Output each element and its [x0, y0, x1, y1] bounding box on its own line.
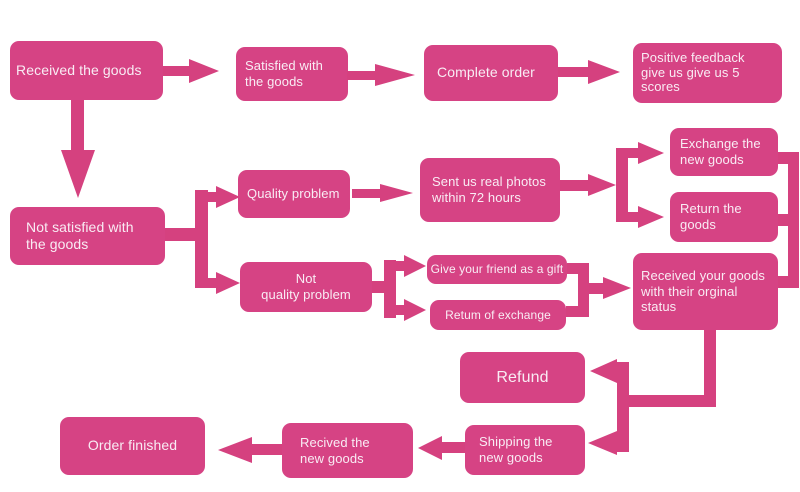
arrow-to-exchange-head: [638, 142, 664, 164]
arrow-quality-to-sent-shaft: [352, 189, 380, 198]
arrow-to-quality-head: [216, 186, 240, 208]
arrow-merge-to-status-head: [603, 277, 631, 299]
arrow-received-to-satisfied-head: [189, 59, 219, 83]
arrow-sent-to-branch-shaft: [560, 180, 588, 191]
connector-status-horizontal: [628, 395, 716, 407]
node-not-quality-problem: Not quality problem: [240, 262, 372, 312]
connector-merge-vertical: [578, 263, 589, 317]
node-complete-order: Complete order: [424, 45, 558, 101]
arrow-recived-to-finished-shaft: [252, 444, 282, 455]
arrow-to-quality-shaft: [208, 192, 216, 202]
arrow-merge-to-status-shaft: [589, 283, 603, 294]
arrow-sent-to-branch-head: [588, 174, 616, 196]
arrow-recived-to-finished-head: [218, 437, 252, 463]
connector-gift-stub: [567, 263, 581, 274]
arrow-received-to-notsatisfied-shaft: [71, 100, 84, 150]
arrow-to-gift-head: [404, 255, 426, 277]
node-give-your-friend-gift: Give your friend as a gift: [427, 255, 567, 284]
arrow-satisfied-to-complete-shaft: [347, 71, 375, 80]
arrow-received-to-satisfied-shaft: [163, 66, 189, 76]
connector-notquality-branch-vertical: [384, 260, 396, 318]
connector-exchange-stub: [778, 152, 790, 164]
connector-notquality-stub: [372, 281, 386, 293]
arrow-to-return-shaft: [628, 212, 638, 222]
arrow-to-gift-shaft: [396, 261, 404, 271]
arrow-complete-to-positive-shaft: [558, 67, 588, 77]
node-sent-us-real-photos: Sent us real photos within 72 hours: [420, 158, 560, 222]
connector-status-down-vertical: [704, 330, 716, 407]
arrow-to-exchange-shaft: [628, 148, 638, 158]
arrow-shipping-to-recived-head: [418, 436, 442, 460]
connector-refund-shipping-vertical: [617, 362, 629, 452]
node-received-the-goods: Received the goods: [10, 41, 163, 100]
connector-return-stub: [778, 214, 790, 226]
node-exchange-the-new-goods: Exchange the new goods: [670, 128, 778, 176]
node-shipping-the-new-goods: Shipping the new goods: [465, 425, 585, 475]
arrow-to-shipping-head: [588, 431, 617, 455]
node-positive-feedback: Positive feedback give us give us 5 scor…: [633, 43, 782, 103]
arrow-to-notquality-head: [216, 272, 240, 294]
arrow-shipping-to-recived-shaft: [442, 442, 465, 453]
arrow-satisfied-to-complete-head: [375, 64, 415, 86]
arrow-to-return-head: [638, 206, 664, 228]
arrow-quality-to-sent-head: [380, 184, 413, 202]
arrow-to-refund-head: [590, 359, 617, 383]
node-satisfied-with-the-goods: Satisfied with the goods: [236, 47, 348, 101]
arrow-to-returnexchange-head: [404, 299, 426, 321]
connector-notsatisfied-stub: [165, 228, 197, 241]
arrow-to-notquality-shaft: [208, 278, 216, 288]
node-received-original-status: Received your goods with their orginal s…: [633, 253, 778, 330]
node-order-finished: Order finished: [60, 417, 205, 475]
node-refund: Refund: [460, 352, 585, 403]
arrow-received-to-notsatisfied-head: [61, 150, 95, 198]
node-not-satisfied: Not satisfied with the goods: [10, 207, 165, 265]
connector-notsatisfied-branch-vertical: [195, 190, 208, 288]
connector-returnexchange-stub: [566, 306, 581, 317]
connector-sent-branch-vertical: [616, 148, 628, 222]
arrow-complete-to-positive-head: [588, 60, 620, 84]
node-recived-the-new-goods: Recived the new goods: [282, 423, 413, 478]
arrow-to-returnexchange-shaft: [396, 305, 404, 315]
connector-status-stub: [778, 276, 790, 288]
connector-right-vertical: [788, 152, 799, 288]
node-return-of-exchange: Retum of exchange: [430, 300, 566, 330]
node-return-the-goods: Return the goods: [670, 192, 778, 242]
node-quality-problem: Quality problem: [238, 170, 350, 218]
